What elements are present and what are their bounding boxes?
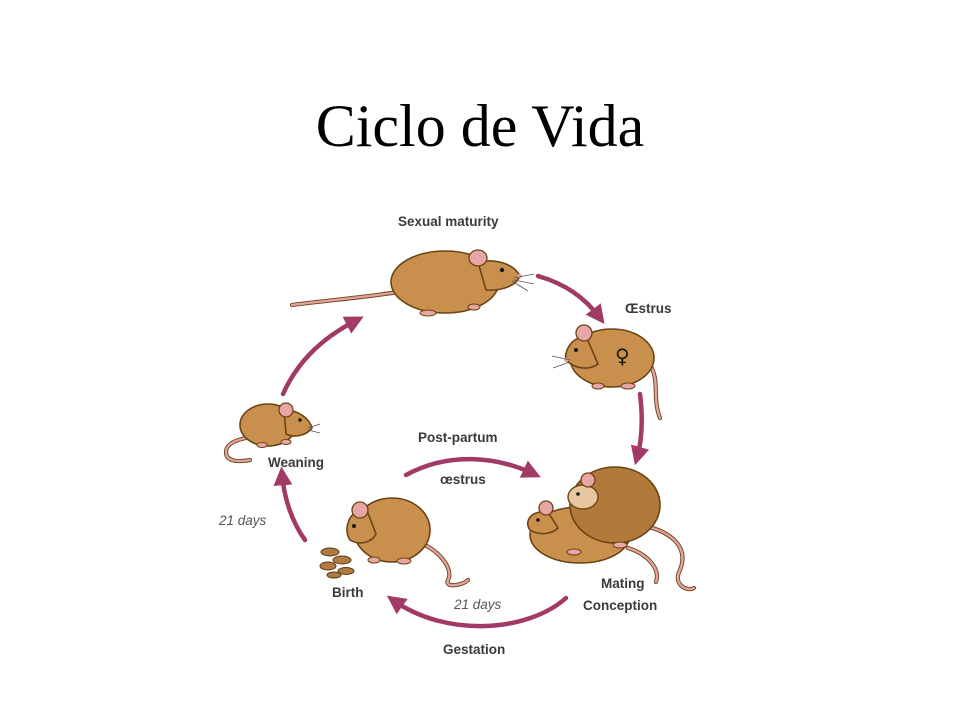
label-birth: Birth bbox=[332, 585, 364, 600]
mouse-oestrus: ♀ bbox=[551, 324, 663, 421]
arrow-oestrus-to-mating bbox=[630, 391, 650, 466]
arrow-weaning-to-maturity bbox=[280, 316, 364, 397]
arrow-birth-to-weaning bbox=[273, 466, 308, 543]
label-sexual-maturity: Sexual maturity bbox=[398, 214, 499, 229]
label-post-partum: Post-partum bbox=[418, 430, 498, 445]
mouse-birth-mother bbox=[346, 497, 471, 588]
mouse-mating-pair bbox=[526, 466, 697, 592]
label-21-days-left: 21 days bbox=[218, 513, 267, 528]
label-conception: Conception bbox=[583, 598, 657, 613]
label-21-days-bottom: 21 days bbox=[453, 597, 502, 612]
label-gestation: Gestation bbox=[443, 642, 505, 657]
arrow-mating-to-birth bbox=[386, 595, 569, 629]
arrow-maturity-to-oestrus bbox=[535, 273, 605, 325]
label-post-partum-oestrus: œstrus bbox=[440, 472, 486, 487]
label-oestrus: Œstrus bbox=[625, 301, 672, 316]
label-weaning: Weaning bbox=[268, 455, 324, 470]
arrow-postpartum-oestrus bbox=[403, 456, 541, 478]
slide-title: Ciclo de Vida bbox=[315, 93, 645, 159]
label-mating: Mating bbox=[601, 576, 645, 591]
female-symbol-icon: ♀ bbox=[615, 344, 630, 368]
newborn-pups bbox=[319, 547, 355, 579]
mouse-weaning bbox=[223, 402, 321, 464]
mouse-sexual-maturity bbox=[289, 249, 535, 317]
